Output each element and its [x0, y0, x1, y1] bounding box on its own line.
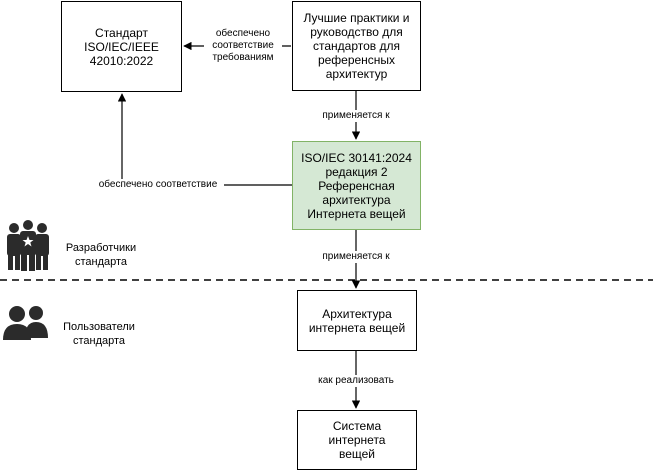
- edge-label-how-to-implement: как реализовать: [309, 375, 403, 387]
- edge-label-applies-to-2: применяется к: [313, 251, 399, 263]
- role-label-users: Пользователи стандарта: [63, 321, 135, 347]
- edge-iso30141-to-standard: [117, 93, 292, 186]
- node-iot-system: Система интернета вещей: [297, 410, 417, 470]
- edge-label-compliance: обеспечено соответствие: [92, 179, 224, 191]
- edge-label-compliance-requirements: обеспечено соответствие требованиям: [204, 28, 282, 64]
- group-of-people-icon: [7, 220, 49, 271]
- role-label-developers: Разработчики стандарта: [65, 242, 137, 268]
- node-iso-30141: ISO/IEC 30141:2024 редакция 2 Референсна…: [292, 141, 421, 230]
- edge-label-applies-to-1: применяется к: [313, 110, 399, 122]
- two-users-icon: [3, 306, 48, 340]
- node-standard-42010: Стандарт ISO/IEC/IEEE 42010:2022: [61, 1, 182, 92]
- node-best-practices: Лучшие практики и руководство для станда…: [292, 1, 421, 91]
- node-iot-architecture: Архитектура интернета вещей: [297, 290, 417, 351]
